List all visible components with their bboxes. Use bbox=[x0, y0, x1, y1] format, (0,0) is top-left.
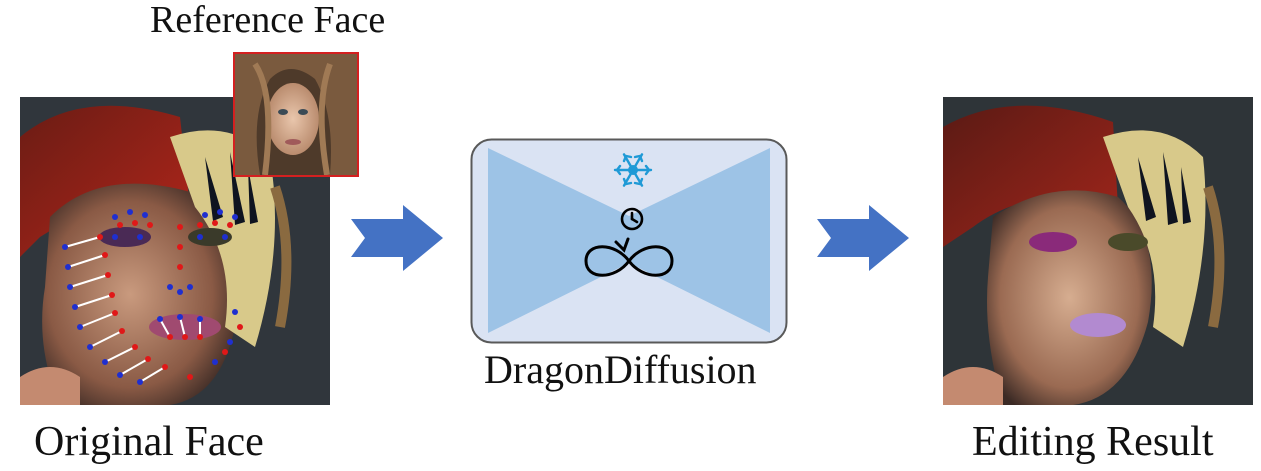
editing-result-image bbox=[943, 97, 1253, 405]
editing-result-label: Editing Result bbox=[972, 419, 1214, 465]
reference-face-label: Reference Face bbox=[150, 0, 386, 41]
flow-arrow-out bbox=[817, 205, 909, 276]
flow-arrow-in bbox=[351, 205, 443, 276]
clock-icon bbox=[620, 207, 644, 231]
snowflake-icon bbox=[613, 153, 653, 187]
dragondiffusion-model-box bbox=[470, 138, 788, 344]
infinity-loop-icon bbox=[584, 237, 674, 277]
original-face-label: Original Face bbox=[34, 419, 264, 465]
reference-face-image bbox=[233, 52, 359, 177]
model-label: DragonDiffusion bbox=[484, 347, 757, 392]
